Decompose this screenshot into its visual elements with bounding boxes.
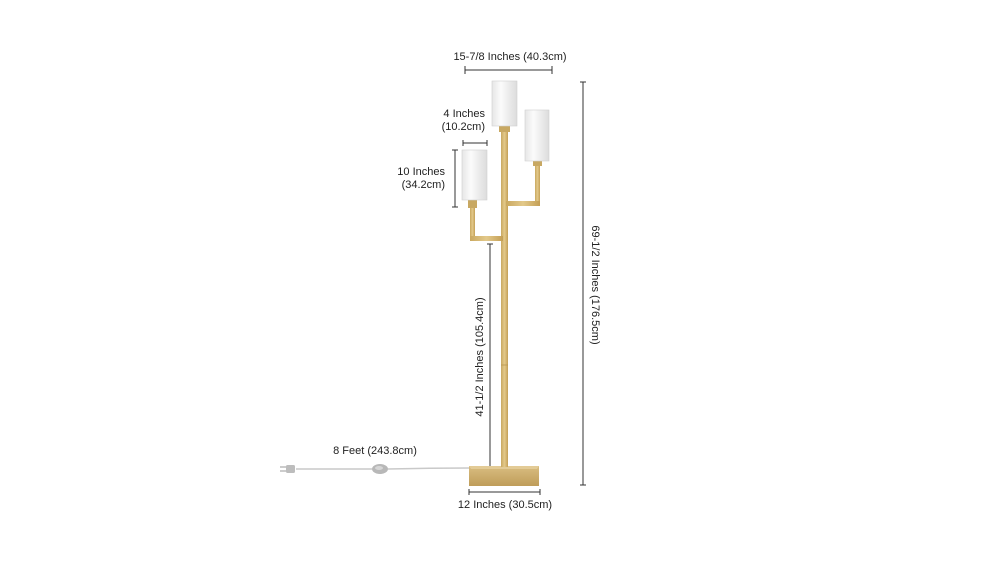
shade-height-label: 10 Inches (34.2cm): [378, 166, 445, 192]
left-socket: [468, 200, 477, 208]
lower-height-label: 41-1/2 Inches (105.4cm): [474, 297, 486, 417]
shade-left: [461, 149, 488, 201]
dimension-lines: [452, 66, 586, 495]
shade-right: [524, 109, 550, 162]
overall-width-label: 15-7/8 Inches (40.3cm): [453, 51, 567, 63]
overall-height-label: 69-1/2 Inches (176.5cm): [589, 225, 601, 345]
power-cord: [280, 464, 471, 474]
shade-center: [491, 80, 518, 127]
shade-height-label-line1: 10 Inches: [397, 166, 445, 178]
shade-width-label-line1: 4 Inches: [443, 108, 485, 120]
plug: [286, 465, 295, 473]
right-socket: [533, 160, 542, 166]
shade-width-label: 4 Inches (10.2cm): [420, 108, 485, 134]
left-arm: [470, 207, 503, 241]
cord-length-label: 8 Feet (243.8cm): [333, 445, 417, 457]
base-width-label: 12 Inches (30.5cm): [457, 499, 553, 511]
shade-height-label-line2: (34.2cm): [401, 179, 445, 191]
right-arm: [506, 164, 540, 206]
center-socket: [499, 125, 510, 132]
lamp-base: [469, 466, 539, 486]
main-pole: [501, 130, 508, 467]
shade-width-label-line2: (10.2cm): [441, 121, 485, 133]
